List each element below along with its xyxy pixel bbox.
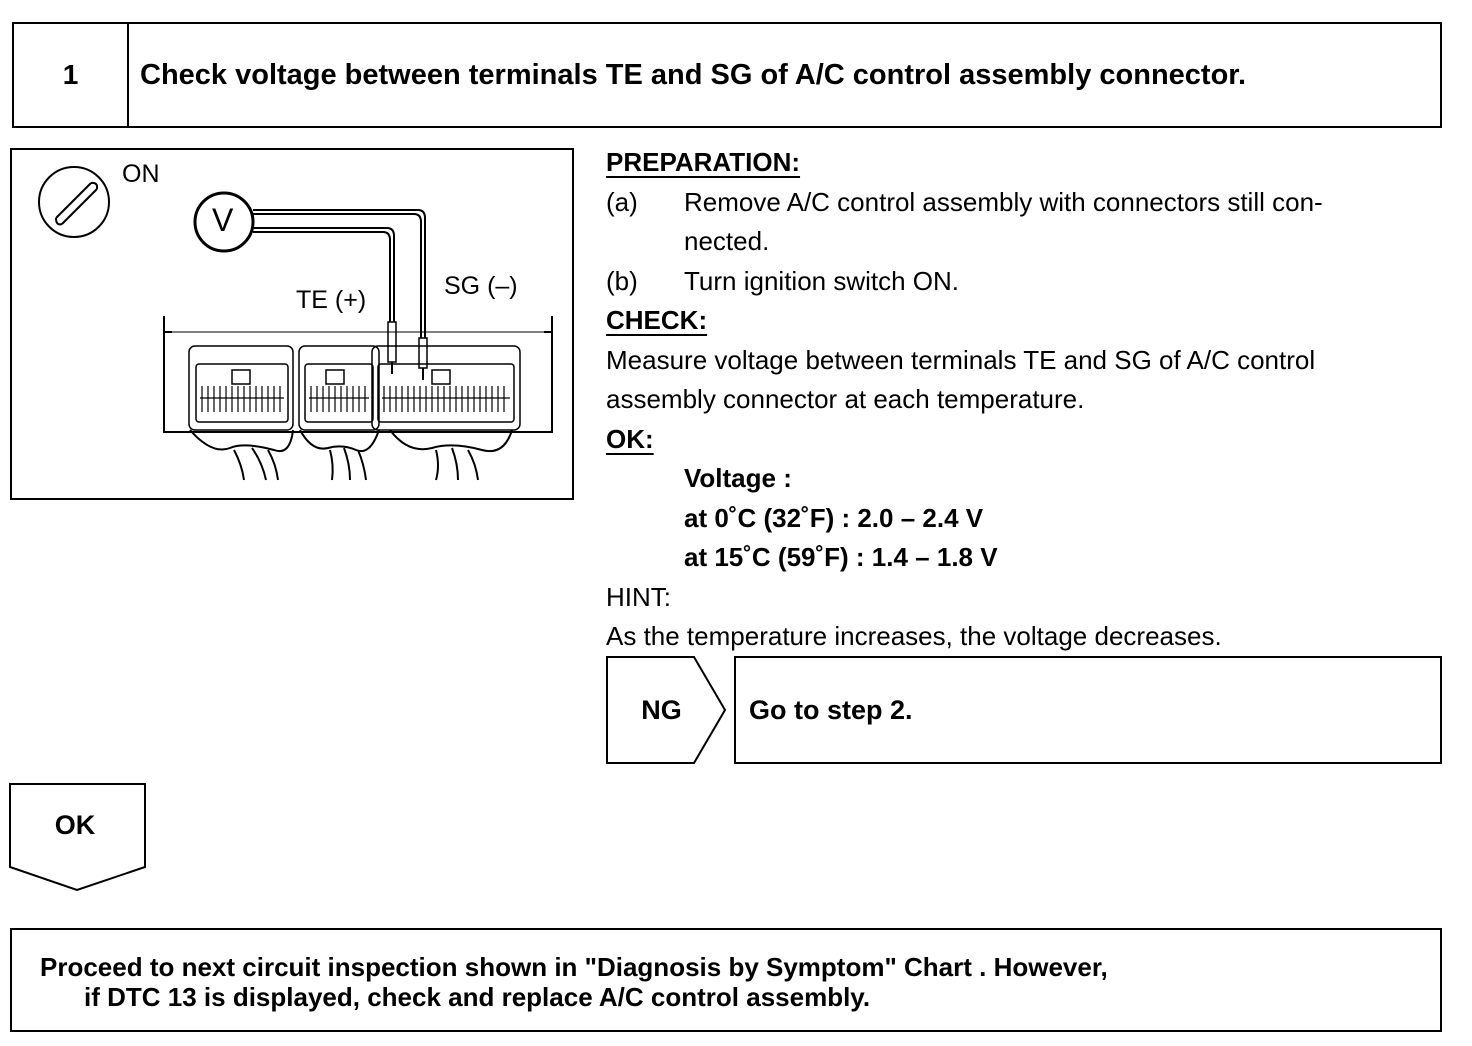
step-header: 1 Check voltage between terminals TE and…: [12, 22, 1442, 128]
voltmeter-icon: [193, 191, 255, 253]
preparation-heading: PREPARATION:: [606, 147, 801, 177]
preparation-item: (a) Remove A/C control assembly with con…: [606, 183, 1446, 262]
ng-label: NG: [641, 694, 682, 725]
check-line: assembly connector at each temperature.: [606, 384, 1085, 414]
te-terminal-label: TE (+): [296, 286, 367, 314]
sg-terminal-label: SG (–): [444, 272, 518, 300]
procedure-text: PREPARATION: (a) Remove A/C control asse…: [606, 143, 1446, 657]
test-leads: [253, 209, 428, 380]
ok-spec-line: Voltage :: [684, 463, 792, 493]
ignition-key-icon: [38, 166, 110, 238]
proceed-box: Proceed to next circuit inspection shown…: [10, 928, 1442, 1032]
ng-action-box: Go to step 2.: [734, 656, 1442, 764]
preparation-item-line: Remove A/C control assembly with connect…: [684, 186, 1323, 217]
wire-harnesses: [189, 429, 513, 481]
connector-blocks: [188, 345, 521, 431]
preparation-item: (b) Turn ignition switch ON.: [606, 262, 1446, 302]
preparation-item-line: nected.: [684, 226, 770, 256]
check-line: Measure voltage between terminals TE and…: [606, 344, 1316, 375]
step-number: 1: [14, 24, 129, 126]
preparation-item-line: Turn ignition switch ON.: [684, 265, 960, 296]
preparation-item-label: (b): [606, 265, 638, 296]
ok-spec-line: at 15˚C (59˚F) : 1.4 – 1.8 V: [684, 542, 998, 572]
hint-heading: HINT:: [606, 581, 671, 612]
ok-spec-heading: OK:: [606, 423, 654, 454]
ignition-on-label: ON: [122, 160, 160, 188]
ok-branch-arrow: OK: [9, 783, 147, 891]
ok-spec-line: at 0˚C (32˚F) : 2.0 – 2.4 V: [684, 502, 984, 533]
ok-label: OK: [54, 809, 96, 840]
ng-branch-arrow: NG: [606, 656, 728, 764]
connector-illustration: [38, 166, 553, 481]
voltmeter-label: V: [212, 202, 234, 238]
connector-diagram: ON V TE (+) SG (–): [10, 148, 574, 500]
proceed-line: if DTC 13 is displayed, check and replac…: [84, 982, 871, 1012]
hint-text: As the temperature increases, the voltag…: [606, 621, 1222, 651]
control-assembly-housing: [163, 316, 553, 433]
proceed-line: Proceed to next circuit inspection shown…: [40, 952, 1108, 982]
ng-action-text: Go to step 2.: [749, 694, 913, 725]
check-heading: CHECK:: [606, 305, 708, 335]
preparation-item-label: (a): [606, 186, 638, 217]
connector-pins: [200, 386, 510, 412]
step-title: Check voltage between terminals TE and S…: [140, 58, 1247, 91]
